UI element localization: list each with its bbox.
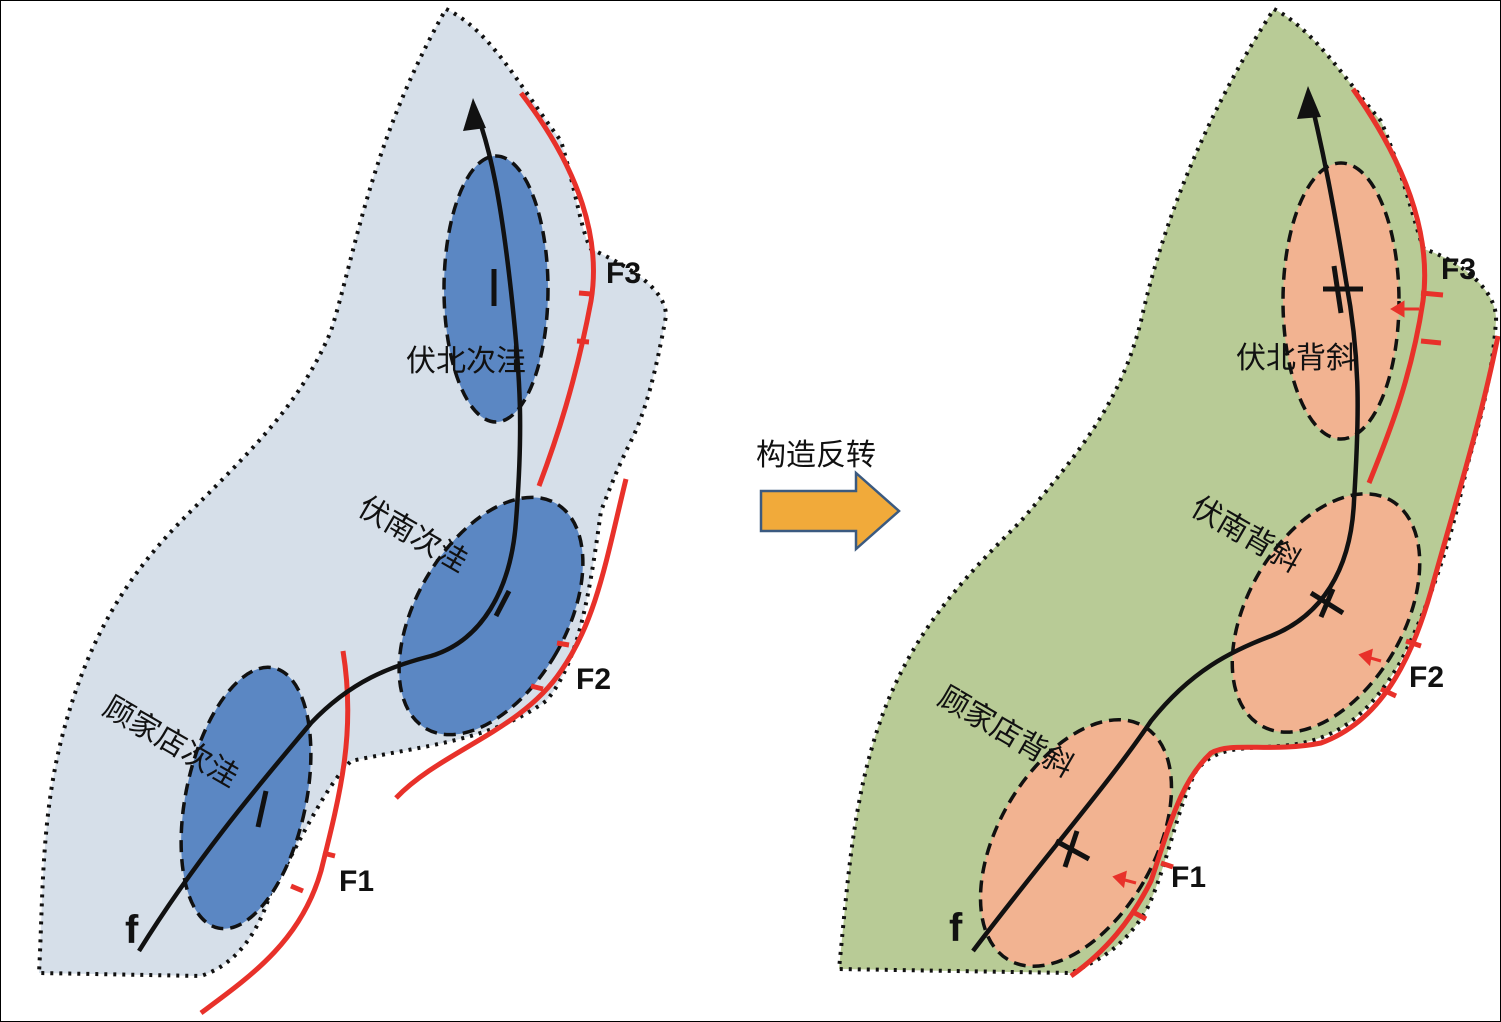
left-fault-label-f3: F3 xyxy=(606,257,641,290)
right-label-north: 伏北背斜 xyxy=(1236,341,1356,376)
left-axis-label: f xyxy=(125,908,139,952)
right-anticline-mark xyxy=(1062,830,1080,868)
left-syncline-mark xyxy=(493,589,512,618)
compression-arrow-icon xyxy=(1390,300,1419,318)
left-fault-f3 xyxy=(519,91,596,487)
left-depression-south xyxy=(397,495,585,737)
right-anticline-mark xyxy=(1318,588,1336,618)
right-fault-f3 xyxy=(1350,87,1428,484)
right-panel: 伏北背斜 伏南背斜 顾家店背斜 F3 F2 F1 f xyxy=(836,6,1500,979)
left-fault-label-f2: F2 xyxy=(576,663,611,696)
compression-arrow-icon xyxy=(1112,870,1137,889)
right-fault-label-f3: F3 xyxy=(1441,253,1476,286)
left-fault-f1 xyxy=(199,650,351,1016)
right-fault-f2 xyxy=(1069,335,1500,979)
reversal-arrow-icon xyxy=(759,470,901,552)
right-compression-arrows xyxy=(1112,300,1419,889)
left-syncline-marks xyxy=(255,269,512,828)
right-fault-label-f1: F1 xyxy=(1171,861,1206,894)
left-fault-tick xyxy=(290,290,592,894)
right-faults xyxy=(1069,87,1500,979)
left-basin-outline xyxy=(36,6,669,979)
right-fault-tick xyxy=(1129,290,1444,922)
right-anticline-marks xyxy=(1054,265,1363,868)
left-panel: 伏北次洼 伏南次洼 顾家店次洼 F3 F2 F1 f xyxy=(36,6,669,1016)
right-anticline-south xyxy=(1230,492,1422,734)
right-anticline-mark xyxy=(1331,265,1344,314)
left-fault-label-f1: F1 xyxy=(339,865,374,898)
left-faults xyxy=(199,91,629,1016)
transition: 构造反转 xyxy=(756,438,901,552)
left-axis-arrowhead xyxy=(463,98,486,131)
left-axis-line xyxy=(137,110,523,953)
left-label-north: 伏北次洼 xyxy=(406,344,526,379)
right-fault-label-f2: F2 xyxy=(1409,661,1444,694)
right-axis-line xyxy=(971,100,1360,953)
right-axis-arrowhead xyxy=(1297,86,1321,119)
arrow-label: 构造反转 xyxy=(756,438,876,473)
right-anticline-gujiadian xyxy=(978,718,1174,968)
compression-arrow-icon xyxy=(1358,648,1382,667)
right-axis-label: f xyxy=(949,906,963,950)
left-syncline-mark xyxy=(255,790,269,828)
left-fault-f2 xyxy=(394,478,629,800)
